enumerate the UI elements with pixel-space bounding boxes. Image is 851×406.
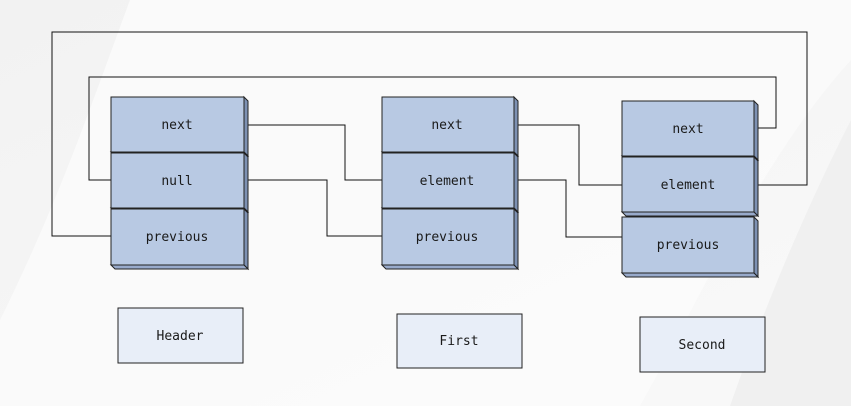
caption-second: Second: [639, 316, 766, 373]
header-previous-label: previous: [146, 230, 209, 245]
connector-header-next-to-first-element: [244, 124, 382, 181]
second-next-cell: next: [620, 99, 760, 162]
first-element-label: element: [420, 174, 475, 189]
connector-second-element-to-header-previous: [51, 31, 808, 237]
first-previous-label: previous: [416, 230, 479, 245]
second-next-label: next: [672, 122, 703, 137]
second-element-label: element: [661, 178, 716, 193]
first-previous-cell: previous: [380, 207, 520, 271]
second-element-cell: element: [620, 155, 760, 218]
connector-first-element-to-second-previous: [514, 179, 622, 238]
caption-first-text: First: [439, 334, 478, 349]
first-element-cell: element: [380, 151, 520, 214]
header-next-cell: next: [109, 95, 250, 158]
header-null-label: null: [161, 174, 192, 189]
node-first: next element previous: [380, 95, 520, 271]
caption-second-text: Second: [679, 338, 726, 353]
connector-first-next-to-second-element: [514, 124, 622, 186]
node-header: next null previous: [109, 95, 250, 271]
header-previous-cell: previous: [109, 207, 250, 271]
caption-header-text: Header: [157, 329, 204, 344]
node-second: next element previous: [620, 99, 760, 279]
second-previous-cell: previous: [620, 215, 760, 279]
first-next-cell: next: [380, 95, 520, 158]
first-next-label: next: [431, 118, 462, 133]
connector-header-null-to-first-previous: [244, 179, 382, 237]
connectors: [51, 31, 808, 238]
header-next-label: next: [161, 118, 192, 133]
caption-first: First: [396, 313, 523, 369]
header-null-cell: null: [109, 151, 250, 214]
caption-header: Header: [117, 307, 244, 364]
connector-second-next-to-header-null: [88, 76, 777, 181]
second-previous-label: previous: [657, 238, 720, 253]
